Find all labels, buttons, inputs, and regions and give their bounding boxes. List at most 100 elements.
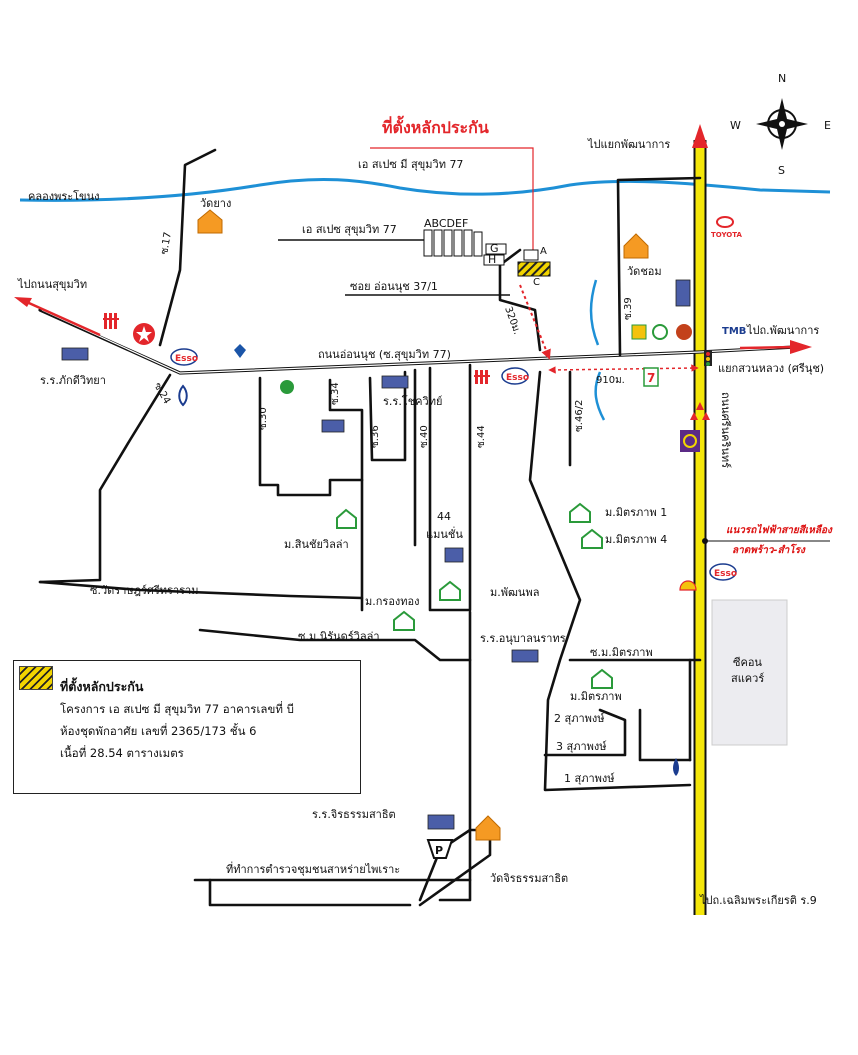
- soi-onnut-label: ซอย อ่อนนุช 37/1: [350, 280, 438, 293]
- soi17-label: ซ.17: [159, 231, 174, 255]
- seven-eleven-text: 7: [647, 371, 655, 385]
- suphaphong1-label: 1 สุภาพงษ์: [564, 772, 615, 785]
- esso-logo-text-3: Esso: [714, 569, 737, 579]
- wat-rat-label: ซ.วัดราษฎร์ศรีทราราม: [90, 584, 198, 597]
- arrow-left-sukhumvit: [14, 297, 32, 307]
- project-access: [498, 248, 542, 352]
- school-icon: [61, 279, 691, 830]
- yellow-line-label-1: แนวรถไฟฟ้าสายสีเหลือง: [726, 523, 833, 536]
- seacon-label-1: ซีคอน: [733, 656, 762, 669]
- police-label: ที่ทำการตำรวจชุมชนสาหร่ายไพเราะ: [226, 861, 400, 876]
- bldg-h: H: [488, 253, 496, 266]
- a-space-label: เอ สเปซ สุขุมวิท 77: [302, 223, 397, 236]
- onnut-road-label: ถนนอ่อนนุช (ซ.สุขุมวิท 77): [318, 348, 451, 361]
- parking-icon: [426, 839, 454, 859]
- shell-logo: [679, 580, 697, 591]
- to-sukhumvit-label: ไปถนนสุขุมวิท: [17, 278, 87, 291]
- bldg-g: G: [490, 242, 499, 255]
- yellow-line-station: [702, 538, 708, 544]
- wat-chom-label: วัดชอม: [627, 265, 662, 278]
- suphaphong3-label: 3 สุภาพงษ์: [556, 740, 607, 753]
- soi-mitraphap-label: ซ.ม.มิตรภาพ: [590, 646, 653, 659]
- nirun-label: ซ.ม.นิรันดร์วิลล่า: [298, 630, 380, 643]
- srinakarin-arrow-top: [692, 124, 708, 148]
- compass-w: W: [730, 119, 741, 132]
- caltex-icon: [133, 323, 155, 345]
- route-910m: [548, 364, 699, 374]
- bldg-c: C: [533, 277, 540, 288]
- soi30-label: ซ.30: [258, 407, 269, 430]
- srinakarin-label: ถนนศรีนครินทร์: [719, 392, 732, 468]
- soi34-label: ซ.34: [330, 382, 341, 405]
- chirathamma-school-label: ร.ร.จิรธรรมสาธิต: [312, 808, 396, 821]
- scb-icon: [680, 430, 700, 452]
- project-buildings: [423, 229, 551, 277]
- soi17-road: [158, 148, 217, 347]
- wat-chom-loop: [616, 176, 702, 357]
- dist-320-label: 320ม.: [502, 305, 522, 336]
- to-phatthanakan-top-label: ไปแยกพัฒนาการ: [587, 138, 670, 151]
- bangkok-bank-icon: [178, 384, 188, 407]
- yellow-line-label-2: ลาดพร้าว-สำโรง: [732, 543, 806, 556]
- seacon-label-2: สแควร์: [731, 672, 764, 685]
- compass-e: E: [824, 119, 831, 132]
- soi46-2-label: ซ.46/2: [574, 400, 585, 432]
- mansion-num-label: 44: [437, 510, 451, 523]
- soi24-road: [38, 373, 172, 584]
- sinchai-label: ม.สินชัยวิลล่า: [284, 538, 349, 551]
- kbank-icon: [280, 380, 294, 394]
- chokwit-label: ร.ร.โชควิทย์: [383, 394, 442, 408]
- tmb-logo: TMB: [722, 326, 746, 337]
- mitraphap-label: ม.มิตรภาพ: [570, 690, 622, 703]
- soi36-label: ซ.36: [370, 425, 381, 448]
- suphaphong2-label: 2 สุภาพงษ์: [554, 712, 605, 725]
- mitsubishi-logo: [690, 402, 710, 420]
- canal-branch-b: [594, 371, 606, 421]
- esso-logo-text-1: Esso: [175, 354, 198, 364]
- bldg-a: A: [540, 246, 547, 257]
- wat-chirathamma-label: วัดจิรธรรมสาธิต: [490, 872, 568, 885]
- esso-logo: [170, 348, 737, 581]
- wat-yang-label: วัดยาง: [200, 197, 231, 210]
- to-chaloem-label: ไปถ.เฉลิมพระเกียรติ ร.9: [699, 894, 817, 907]
- suan-luang-label: แยกสวนหลวง (ศรีนุช): [718, 362, 824, 375]
- compass-rose: [756, 98, 808, 150]
- south-roads: [38, 363, 702, 907]
- soi44-label: ซ.44: [476, 425, 487, 448]
- canal-line: [19, 177, 831, 202]
- collateral-swatch: [19, 666, 53, 690]
- project-name-label: เอ สเปซ มี สุขุมวิท 77: [358, 158, 463, 171]
- traffic-light-icon: [704, 350, 712, 366]
- soi39-label: ซ.39: [623, 297, 634, 320]
- soi40-label: ซ.40: [419, 425, 430, 448]
- krongthong-label: ม.กรองทอง: [365, 595, 420, 608]
- compass-n: N: [778, 72, 786, 85]
- legend-line-3: เนื้อที่ 28.54 ตารางเมตร: [60, 746, 184, 760]
- parking-icon-text: P: [435, 844, 443, 857]
- anuban-label: ร.ร.อนุบาลนราทร: [480, 632, 566, 645]
- seven-eleven-logo: [643, 367, 659, 387]
- mansion-label: แมนชั่น: [426, 526, 463, 541]
- bhakdi-school-label: ร.ร.ภักดีวิทยา: [40, 374, 106, 387]
- route-320m: [519, 284, 551, 360]
- legend-box: ที่ตั้งหลักประกัน โครงการ เอ สเปซ มี สุข…: [13, 660, 361, 794]
- mitraphap1-label: ม.มิตรภาพ 1: [605, 506, 667, 519]
- seacon-square-block: [711, 599, 788, 746]
- ptt-icon: [673, 758, 679, 776]
- legend-title: ที่ตั้งหลักประกัน: [60, 679, 144, 694]
- krungsri-icon: [234, 344, 246, 358]
- misc-logo-icon: [631, 324, 692, 340]
- temple-icon: [197, 209, 649, 841]
- canal-branch-a: [589, 279, 600, 346]
- collateral-title: ที่ตั้งหลักประกัน: [382, 115, 489, 137]
- arrow-left-sukhumvit-shaft: [19, 297, 101, 337]
- legend-line-2: ห้องชุดพักอาศัย เลขที่ 2365/173 ชั้น 6: [60, 724, 257, 738]
- onnut-road-inner: [41, 309, 796, 374]
- toyota-logo-text: TOYOTA: [711, 231, 742, 239]
- esso-logo-text-2: Esso: [506, 373, 529, 383]
- gas-station-icon: [103, 313, 490, 384]
- dist-910-label: 910ม.: [596, 375, 625, 386]
- bldg-letters: ABCDEF: [424, 217, 468, 230]
- house-icon: [336, 502, 613, 689]
